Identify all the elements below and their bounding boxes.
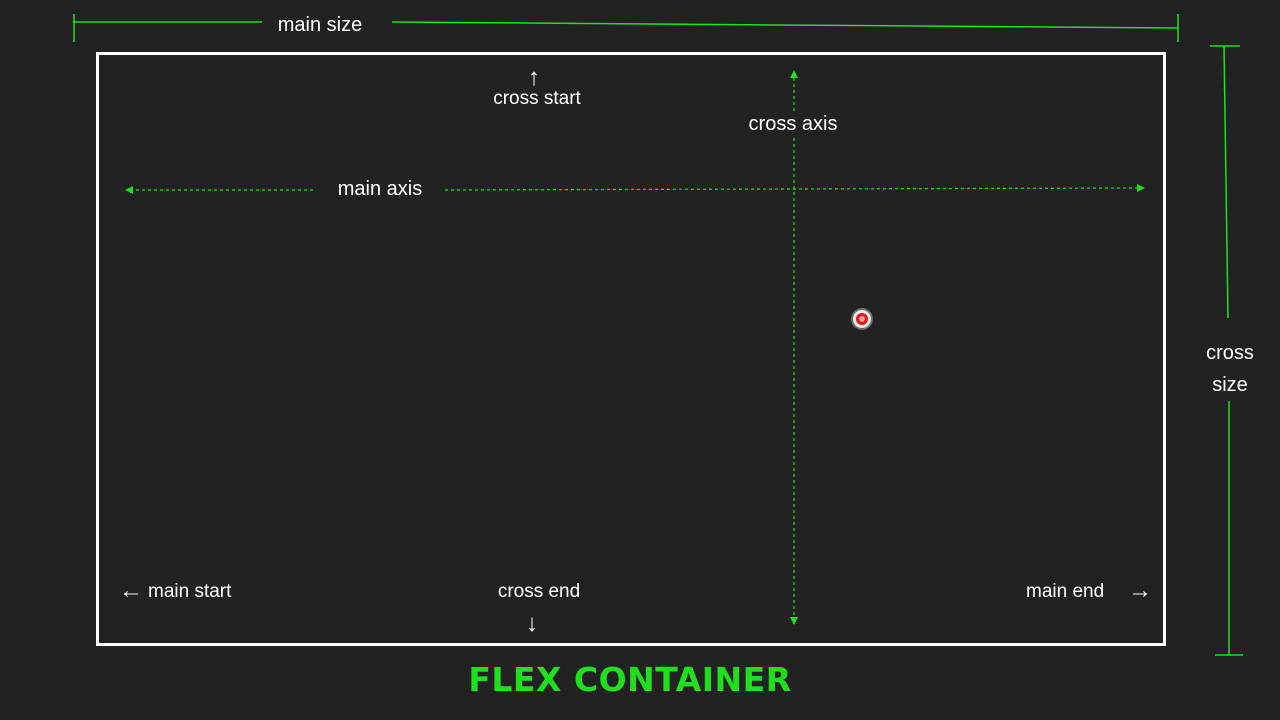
- pointer-dot: [856, 313, 868, 325]
- main-end-label: main end: [1026, 581, 1105, 602]
- cross-size-dimension: [1210, 45, 1243, 656]
- flex-container-box: [96, 52, 1166, 646]
- cursor-pointer-icon: [853, 310, 871, 328]
- cross-axis-label: cross axis: [746, 112, 840, 136]
- cross-axis-arrowhead-top: [790, 70, 798, 78]
- cross-axis-arrowhead-bottom: [790, 617, 798, 625]
- pointer-core: [859, 316, 865, 322]
- main-size-label: main size: [277, 14, 363, 36]
- main-axis-line: [130, 187, 1141, 191]
- cross-size-label: cross size: [1190, 337, 1270, 401]
- main-size-line-right: [391, 21, 1179, 29]
- up-arrow-icon: ↑: [528, 64, 540, 91]
- left-arrow-icon: ←: [119, 577, 143, 604]
- main-axis-label: main axis: [337, 178, 423, 200]
- main-axis-arrowhead-left: [125, 186, 133, 194]
- main-size-dimension: [73, 14, 1179, 42]
- down-arrow-icon: ↓: [526, 610, 538, 637]
- cross-size-line-top: [1223, 45, 1229, 319]
- flex-container-title: FLEX CONTAINER: [468, 660, 792, 699]
- cross-start-label: cross start: [493, 88, 581, 109]
- right-arrow-icon: →: [1128, 577, 1152, 604]
- cross-end-label: cross end: [497, 581, 581, 602]
- main-axis-arrowhead-right: [1137, 184, 1145, 192]
- main-start-label: main start: [148, 581, 232, 602]
